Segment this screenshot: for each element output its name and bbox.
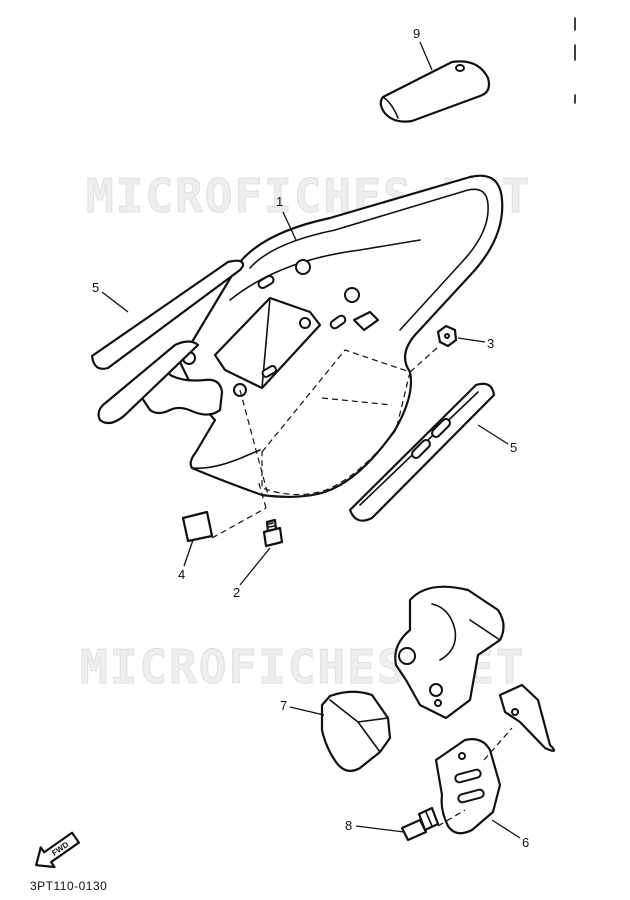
part-5-right-strip — [348, 382, 496, 522]
part-5-left-strip — [90, 259, 245, 370]
callout-6: 6 — [522, 835, 529, 850]
frame-tail — [394, 585, 556, 752]
part-8-bolt — [400, 806, 440, 842]
callout-1: 1 — [276, 194, 283, 209]
diagram-code: 3PT110-0130 — [30, 879, 107, 893]
part-2-bolt — [262, 518, 284, 548]
part-7-bracket-cover — [320, 690, 392, 773]
part-9-cover — [379, 60, 491, 123]
part-1-rear-fender — [97, 174, 504, 498]
callout-8: 8 — [345, 818, 352, 833]
part-4-pad — [181, 510, 214, 543]
callout-9: 9 — [413, 26, 420, 41]
callout-labels: 1 2 3 4 5 5 6 7 8 9 — [92, 26, 529, 850]
callout-2: 2 — [233, 585, 240, 600]
callout-4: 4 — [178, 567, 185, 582]
leader-lines — [101, 41, 521, 839]
callout-5-left: 5 — [92, 280, 99, 295]
callout-3: 3 — [487, 336, 494, 351]
callout-5-right: 5 — [510, 440, 517, 455]
part-6-heel-plate — [434, 738, 502, 835]
forward-arrow-icon: FWD — [35, 831, 81, 869]
part-3-nut — [436, 324, 458, 348]
callout-7: 7 — [280, 698, 287, 713]
